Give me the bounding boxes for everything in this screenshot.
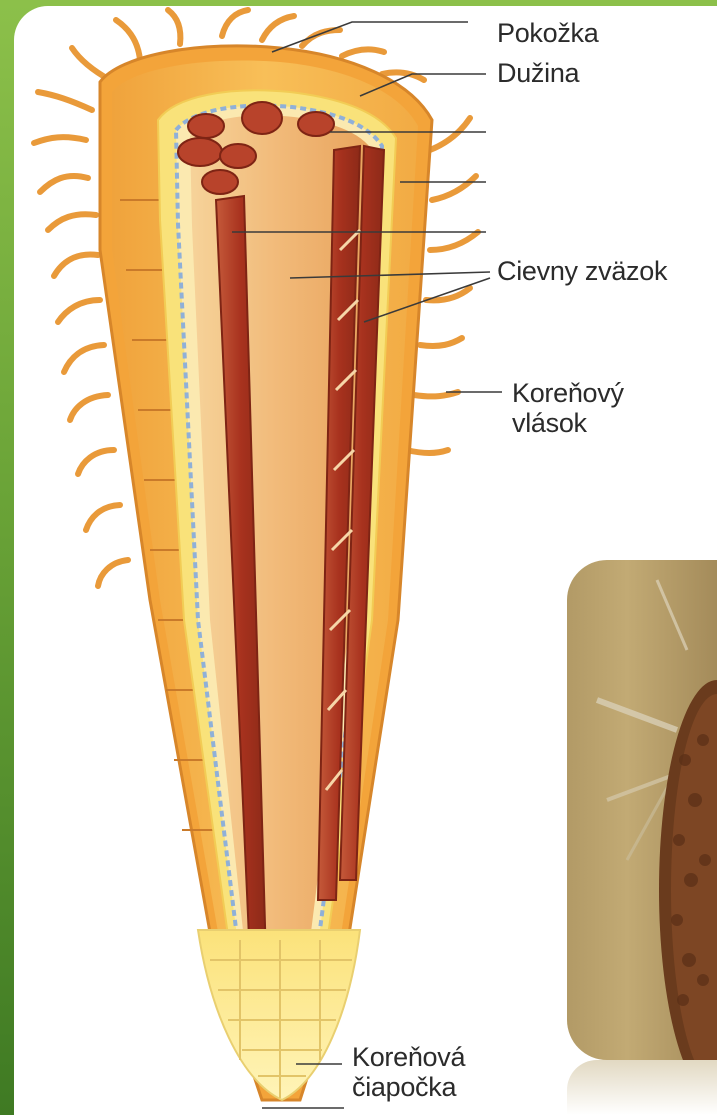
microscope-photo-reflection	[567, 1060, 717, 1115]
label-korenovy-vlasok-line2: vlások	[512, 408, 624, 438]
microscope-photo-content	[567, 560, 717, 1060]
label-korenova-ciapocka-line1: Koreňová	[352, 1042, 465, 1072]
label-duzina: Dužina	[497, 58, 579, 88]
label-cievny-zvazok: Cievny zväzok	[497, 256, 667, 286]
label-pokozka: Pokožka	[497, 18, 598, 48]
label-korenovy-vlasok: Koreňový vlások	[512, 378, 624, 438]
microscope-photo	[567, 560, 717, 1060]
label-korenovy-vlasok-line1: Koreňový	[512, 378, 624, 408]
label-korenova-ciapocka: Koreňová čiapočka	[352, 1042, 465, 1102]
label-korenova-ciapocka-line2: čiapočka	[352, 1072, 465, 1102]
